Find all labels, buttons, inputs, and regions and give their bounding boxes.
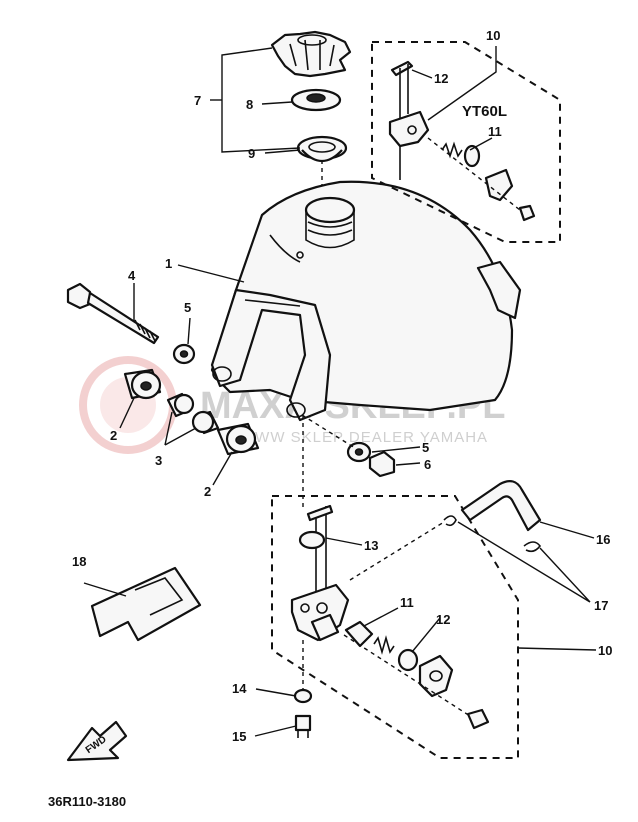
damper-lower [216,422,260,456]
callout-10-bottom: 10 [598,643,612,658]
mounting-bolt [66,282,160,345]
callout-5-upper: 5 [184,300,191,315]
callout-14: 14 [232,681,247,696]
collar-lower [191,410,220,435]
callout-10-top: 10 [486,28,500,43]
damper-upper [123,368,162,400]
callout-8: 8 [246,97,253,112]
fuel-cap [270,30,352,78]
callout-1: 1 [165,256,172,271]
callout-7: 7 [194,93,201,108]
nut [368,450,396,478]
callout-11-bottom: 11 [400,595,414,610]
callout-6: 6 [424,457,431,472]
fuel-tank [210,180,522,422]
model-label: YT60L [462,103,507,120]
yt60l-cock-box [371,41,561,243]
watermark-subtitle: WWW SKLEP DEALER YAMAHA [240,429,488,446]
hose-clip-lower [523,541,542,553]
callout-4: 4 [128,268,136,283]
callout-2-lower: 2 [204,484,211,499]
callout-numbers: 1 2 2 3 4 5 5 6 7 8 9 10 10 11 11 12 12 … [72,28,612,744]
leader-lines [119,46,597,737]
collar-upper [166,392,195,418]
yt60l-fuel-cock [388,60,536,222]
fuel-cock [290,504,490,730]
strainer [296,135,348,163]
forward-arrow: FWD [66,720,128,762]
cock-washer [293,688,313,704]
callout-18: 18 [72,554,86,569]
drawing-code: 36R110-3180 [48,794,126,809]
callout-12-bottom: 12 [436,612,450,627]
callout-3: 3 [155,453,162,468]
callout-13: 13 [364,538,378,553]
callout-5-lower: 5 [422,440,429,455]
cock-screw [294,714,312,738]
callout-11-top: 11 [488,124,502,139]
callout-12-top: 12 [434,71,448,86]
callout-15: 15 [232,729,246,744]
cap-gasket [290,88,342,112]
tank-decal [83,566,202,642]
fuel-pipe [460,479,542,532]
callout-16: 16 [596,532,610,547]
callout-9: 9 [248,146,255,161]
callout-2-upper: 2 [110,428,117,443]
callout-17: 17 [594,598,608,613]
fuel-cock-box [271,495,519,759]
hose-clip-upper [443,515,457,527]
